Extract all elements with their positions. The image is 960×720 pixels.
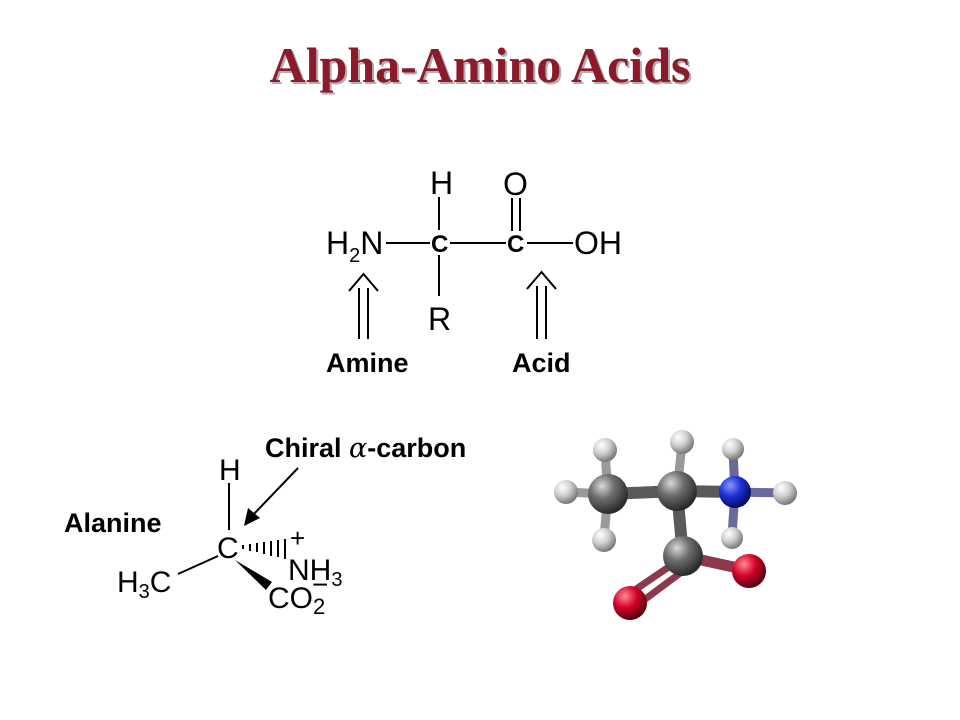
chiral-pointer-arrow (244, 467, 299, 526)
oxygen-atom (732, 554, 766, 588)
carbonyl-carbon-atom: C (507, 231, 524, 258)
nitrogen-atom (719, 476, 751, 508)
amine-arrow (348, 272, 379, 339)
methyl-bond (177, 555, 219, 575)
side-chain-r: R (428, 301, 451, 337)
amine-group: H2N (326, 225, 383, 267)
ammonium-plus: + (290, 523, 305, 553)
hydrogen-atom (722, 438, 744, 460)
hydrogen-atom (593, 438, 617, 462)
alanine-structure: Alanine Chiral α-carbon H C + NH3 H3C (64, 433, 466, 619)
methyl-carbon-atom (588, 474, 628, 514)
oxygen-atom (613, 586, 647, 620)
acid-label: Acid (512, 348, 571, 378)
alanine-hydrogen-atom: H (219, 454, 241, 487)
general-structure: H H2N C C OH O R Amine Acid (326, 165, 622, 378)
alpha-hydrogen-atom: H (430, 165, 453, 201)
amine-label: Amine (326, 348, 409, 378)
hydrogen-atom (554, 480, 578, 504)
carboxylate-minus: − (312, 569, 328, 600)
alanine-alpha-carbon: C (217, 532, 239, 565)
slide-title: Alpha-Amino Acids (269, 37, 691, 93)
acid-arrow (526, 270, 557, 339)
carboxyl-carbon-atom (663, 536, 703, 576)
hydroxyl-group: OH (574, 225, 622, 261)
hydrogen-atom (773, 481, 797, 505)
ball-and-stick-model (554, 430, 797, 620)
alpha-carbon-atom-3d (657, 471, 697, 511)
hydrogen-atom (592, 528, 616, 552)
solid-wedge-bond (235, 560, 272, 590)
carbonyl-oxygen-atom: O (503, 166, 528, 202)
alpha-carbon-atom: C (431, 231, 448, 258)
hashed-wedge-bond (242, 539, 286, 559)
hydrogen-atom (721, 527, 743, 549)
methyl-group: H3C (117, 566, 171, 603)
chiral-carbon-label: Chiral α-carbon (265, 433, 466, 464)
hydrogen-atom (670, 430, 694, 454)
ammonium-group: NH3 (288, 554, 342, 591)
carboxylate-group: CO2 (268, 582, 325, 619)
alanine-label: Alanine (64, 508, 162, 538)
